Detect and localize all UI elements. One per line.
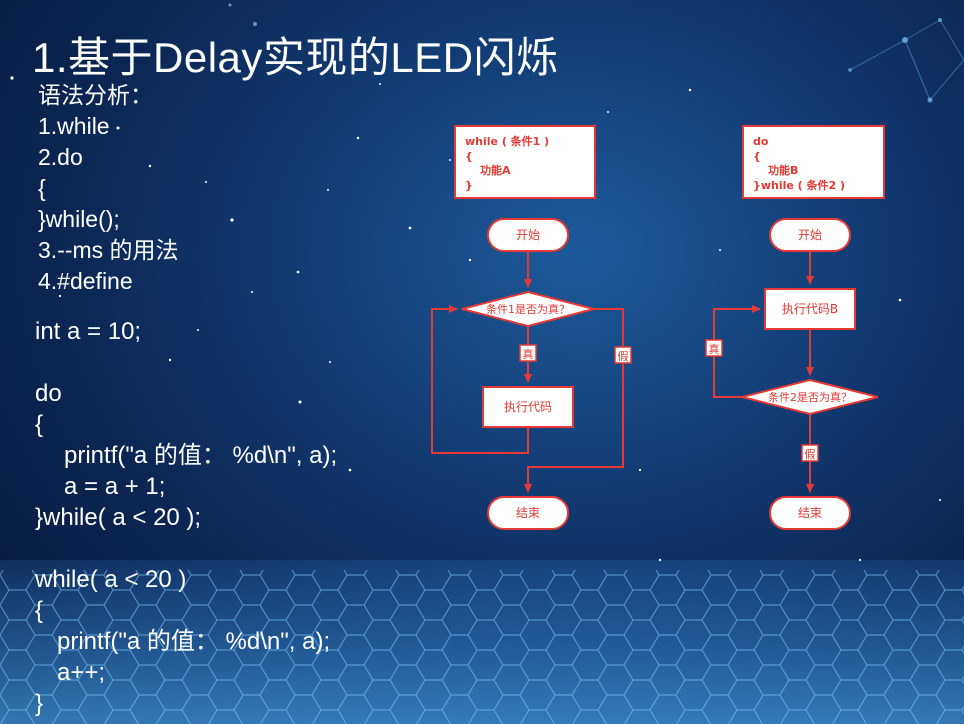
code-line: int a = 10; <box>35 318 142 345</box>
false-exit-arrow <box>524 308 624 493</box>
code-line: while( a < 20 ) <box>35 566 187 593</box>
code-line: printf("a 的值： %d\n", a); <box>64 442 338 469</box>
syntax-line: while ( 条件1 ) <box>465 134 549 148</box>
code-line: }while( a < 20 ); <box>35 504 202 531</box>
analysis-heading: 语法分析： <box>38 82 153 108</box>
code-line: a++; <box>57 659 106 686</box>
slide-title: 1.基于Delay实现的LED闪烁 <box>32 34 559 81</box>
syntax-line: { <box>753 150 761 163</box>
end-terminal <box>769 496 851 530</box>
syntax-line: 功能B <box>768 163 798 177</box>
action-label: 执行代码B <box>782 302 838 316</box>
end-label: 结束 <box>798 506 822 520</box>
code-line: printf("a 的值： %d\n", a); <box>57 628 331 655</box>
syntax-line: do <box>753 135 769 148</box>
while-syntax-box: while ( 条件1 ) { 功能A } <box>454 125 596 199</box>
false-label: 假 <box>618 349 629 363</box>
do-while-flowchart: do { 功能B }while ( 条件2 ) 开始 执行代码B 条件2是否为真… <box>705 125 885 530</box>
while-flowchart: while ( 条件1 ) { 功能A } 开始 条件1是否为真？ 真 执行代码… <box>431 125 632 530</box>
code-line: do <box>35 380 62 407</box>
true-label: 真 <box>523 347 534 361</box>
start-label: 开始 <box>798 228 822 242</box>
analysis-item: 3.--ms 的用法 <box>38 237 179 263</box>
code-line: { <box>35 411 44 438</box>
true-label: 真 <box>709 342 720 356</box>
true-badge <box>705 339 723 357</box>
end-terminal <box>487 496 569 530</box>
syntax-analysis-list: 语法分析： 1.while 2.do { }while(); 3.--ms 的用… <box>38 80 179 297</box>
condition-label: 条件2是否为真？ <box>768 390 852 404</box>
analysis-item: { <box>38 175 46 201</box>
loop-back-arrow <box>431 305 529 454</box>
code-line: a = a + 1; <box>64 473 166 500</box>
analysis-item: }while(); <box>38 206 120 232</box>
false-label: 假 <box>805 447 816 461</box>
condition-label: 条件1是否为真？ <box>486 302 570 316</box>
analysis-item: 4.#define <box>38 268 133 294</box>
analysis-item: 1.while <box>38 113 110 139</box>
syntax-line: }while ( 条件2 ) <box>753 178 845 192</box>
false-badge <box>801 444 819 462</box>
do-while-syntax-box: do { 功能B }while ( 条件2 ) <box>742 125 885 199</box>
analysis-item: 2.do <box>38 144 83 170</box>
syntax-line: { <box>465 150 473 163</box>
action-label: 执行代码 <box>504 400 552 414</box>
end-label: 结束 <box>516 506 540 520</box>
code-line: } <box>35 690 44 717</box>
false-badge <box>614 346 632 364</box>
syntax-line: 功能A <box>480 163 511 177</box>
true-badge <box>519 344 537 362</box>
code-example: int a = 10; do { printf("a 的值： %d\n", a)… <box>35 316 337 719</box>
code-line: { <box>35 597 44 624</box>
start-label: 开始 <box>516 228 540 242</box>
syntax-line: } <box>465 179 473 192</box>
